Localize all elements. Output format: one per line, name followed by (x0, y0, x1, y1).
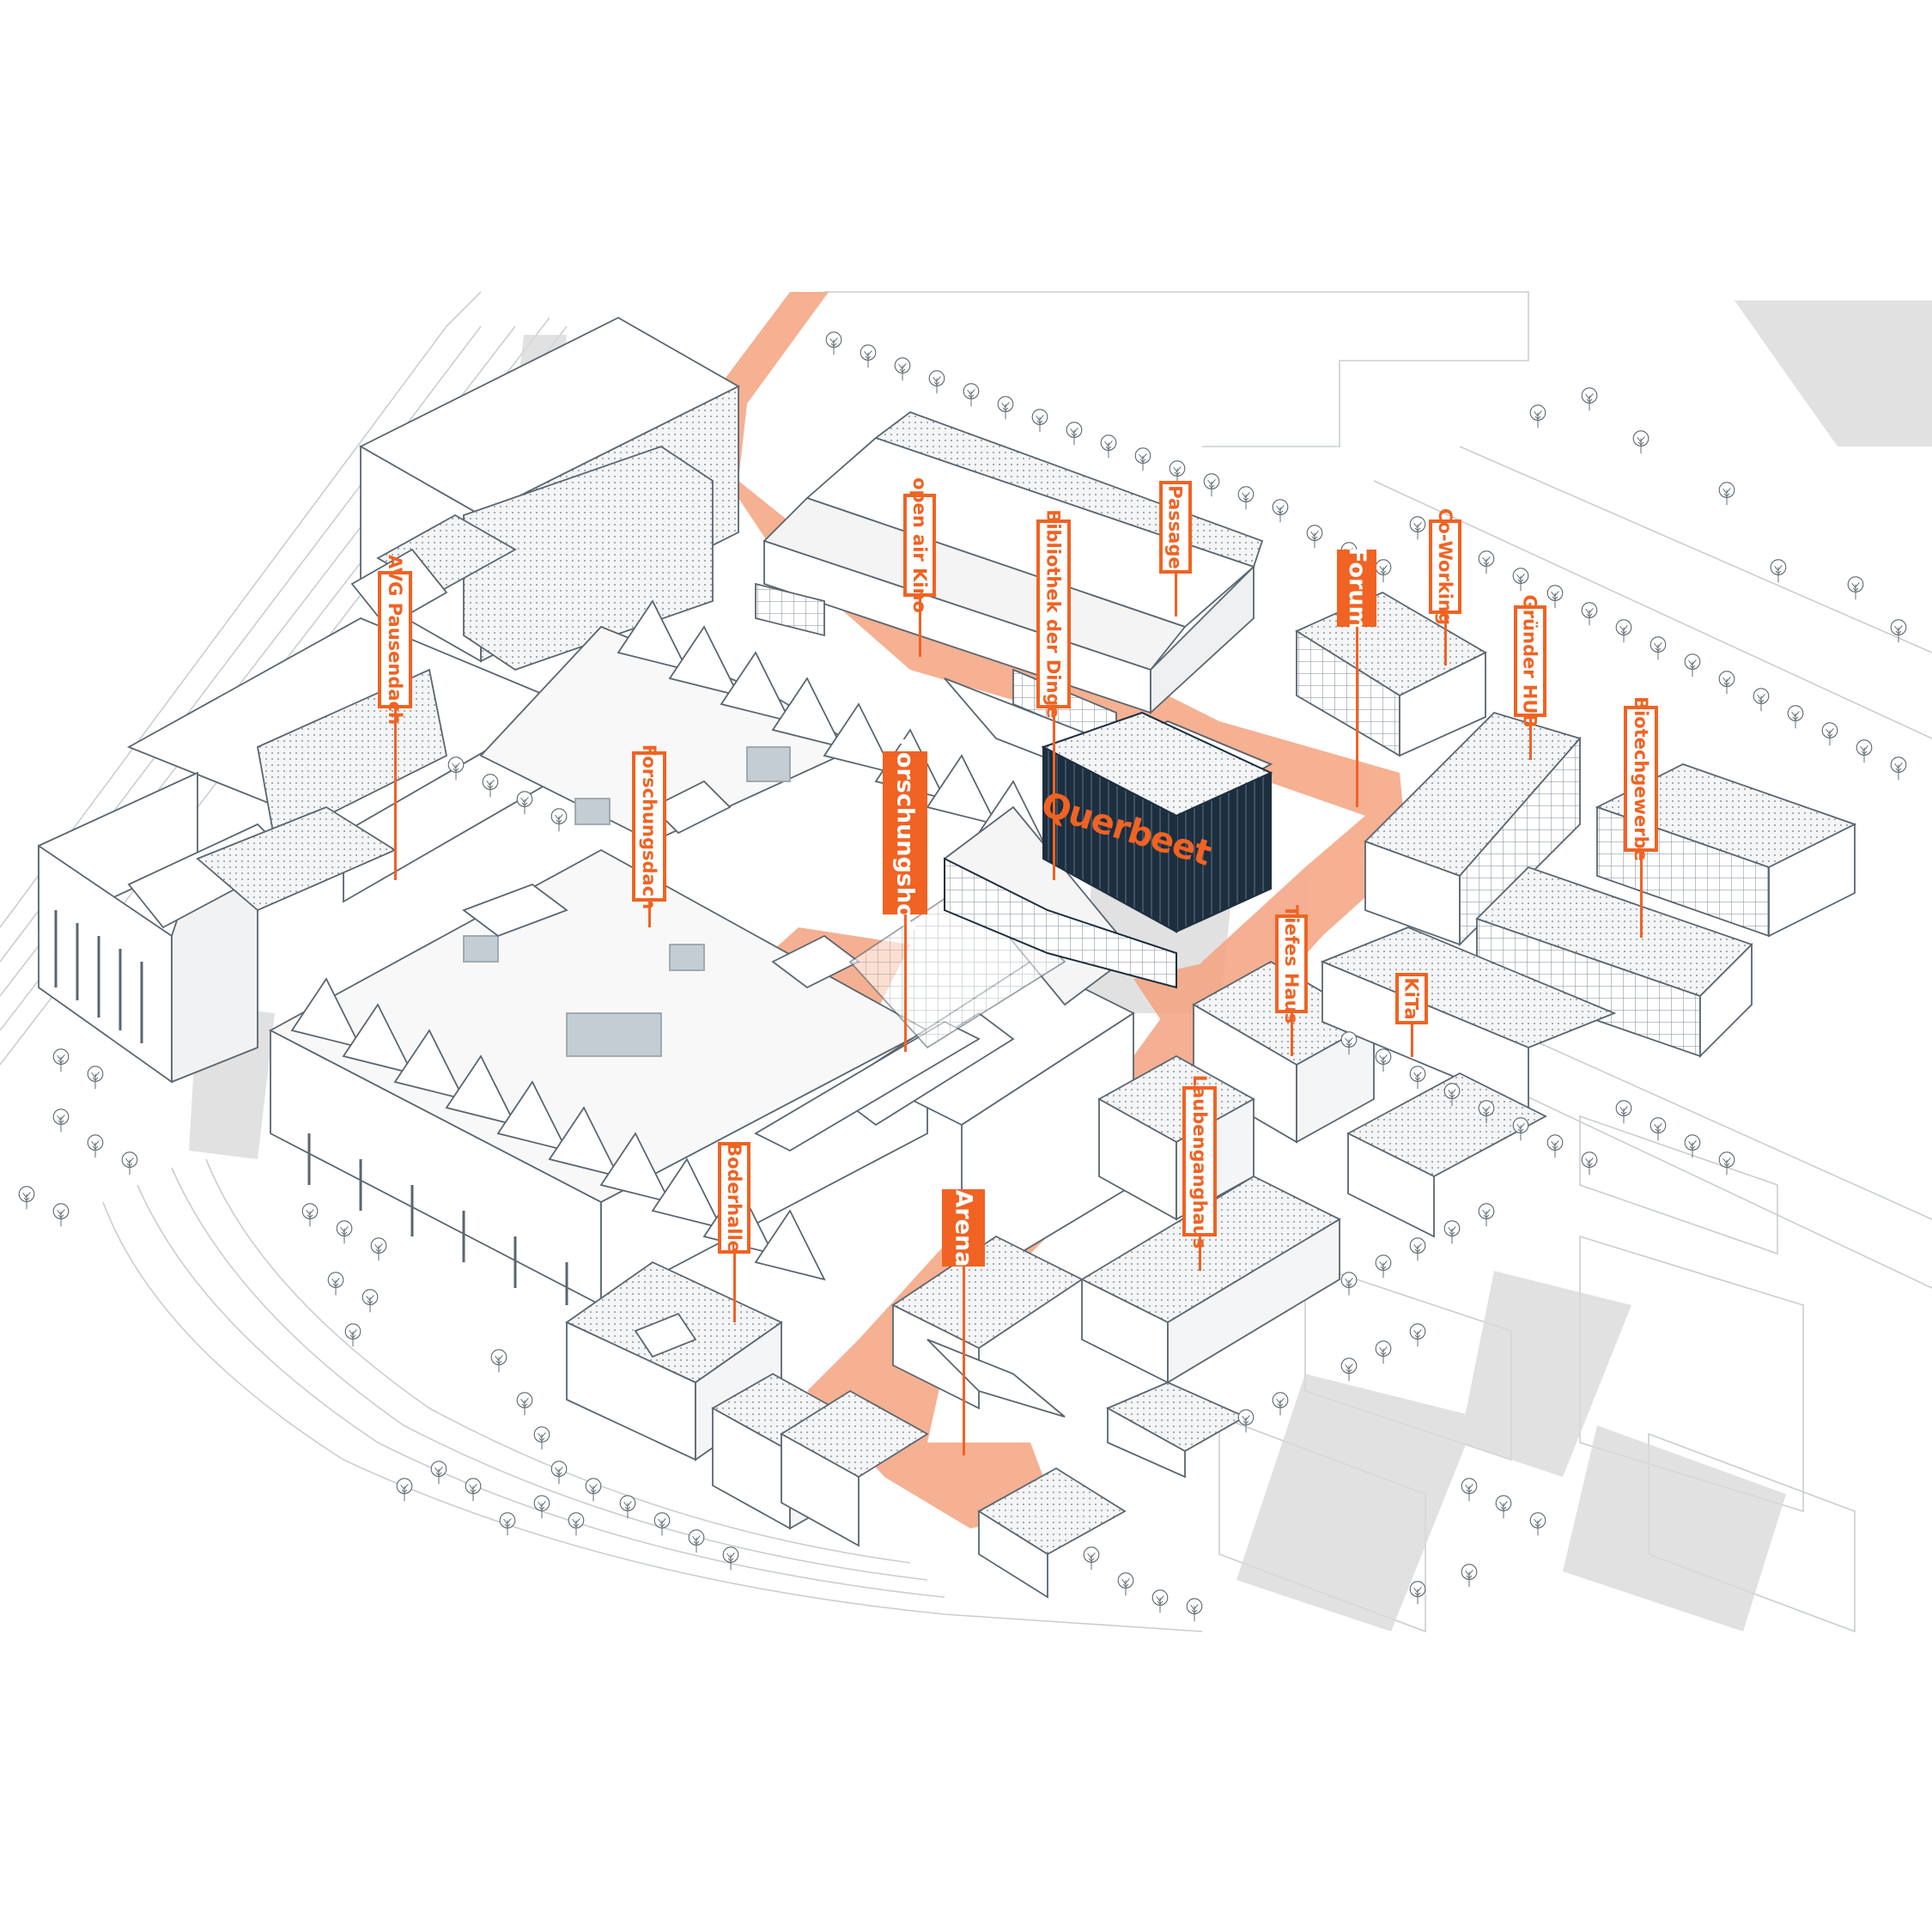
label-laubengang: Laubenganghaus (1182, 1074, 1217, 1249)
label-leader-line (647, 902, 651, 927)
label-text: Laubenganghaus (1189, 1074, 1211, 1249)
label-text: Tiefes Haus (1281, 904, 1302, 1024)
label-leader-line (918, 597, 921, 657)
west-tower (38, 771, 397, 1084)
label-passage: Passage (1159, 481, 1192, 574)
label-text: Arena (950, 1189, 977, 1267)
label-avg: AVG Pausendach (378, 555, 412, 725)
label-leader-line (1198, 1236, 1201, 1271)
label-leader-line (1639, 852, 1643, 938)
label-text: open air Kino (909, 477, 931, 613)
label-leader-line (962, 1267, 965, 1455)
label-openair: open air Kino (903, 477, 936, 613)
label-gruender: Gründer HUB (1514, 594, 1546, 728)
label-text: Forschungsdach (639, 744, 659, 909)
label-coworking: Co-Working (1429, 508, 1461, 625)
biotech-blocks (1475, 763, 1857, 1059)
label-leader-line (1443, 614, 1447, 665)
label-leader-line (1528, 717, 1532, 760)
label-leader-line (732, 1254, 736, 1322)
label-forschungsdach: Forschungsdach (632, 744, 666, 909)
label-text: Boderhalle (724, 1143, 745, 1253)
label-text: Co-Working (1435, 508, 1455, 625)
label-forum: Forum (1337, 546, 1376, 630)
label-forschungshof: Forschungshof (883, 737, 927, 929)
label-leader-line (1174, 574, 1177, 617)
label-tiefes: Tiefes Haus (1275, 904, 1308, 1024)
label-text: Forschungshof (891, 737, 919, 929)
label-text: AVG Pausendach (385, 555, 405, 725)
label-leader-line (1290, 1013, 1293, 1056)
label-leader-line (1355, 627, 1358, 807)
label-boderhalle: Boderhalle (718, 1142, 750, 1254)
label-leader-line (1410, 1024, 1413, 1057)
label-text: Passage (1165, 485, 1187, 569)
label-arena: Arena (942, 1189, 985, 1267)
label-text: KiTa (1401, 977, 1423, 1020)
label-text: Gründer HUB (1520, 594, 1541, 728)
querbeet-tower (944, 711, 1273, 989)
label-kita: KiTa (1395, 973, 1428, 1024)
label-leader-line (1052, 708, 1055, 880)
label-leader-line (903, 914, 907, 1052)
label-leader-line (393, 708, 397, 880)
label-text: Biotechgewerbe (1631, 696, 1651, 861)
label-biotech: Biotechgewerbe (1624, 696, 1658, 861)
south-west-blocks (565, 1261, 929, 1547)
label-text: Bibliothek der Dinge (1043, 509, 1064, 719)
north-west-sheds (359, 316, 740, 671)
label-text: Forum (1343, 546, 1370, 630)
label-bibliothek: Bibliothek der Dinge (1036, 509, 1071, 719)
